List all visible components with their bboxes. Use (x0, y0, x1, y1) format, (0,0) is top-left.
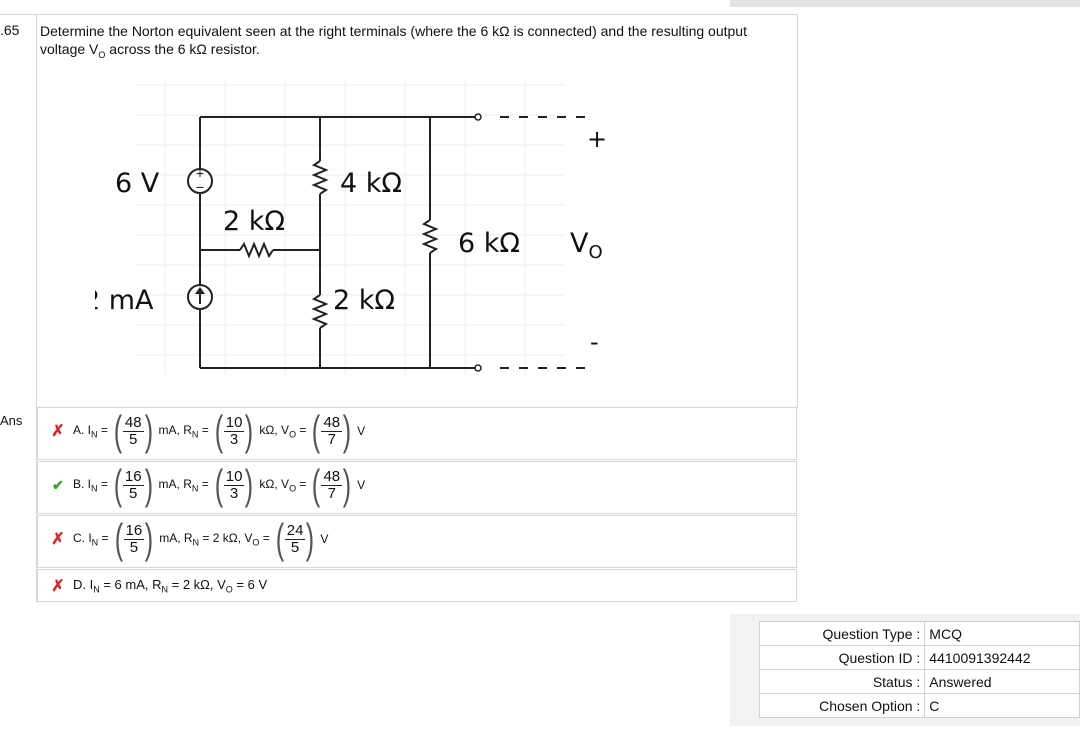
label-plus: + (587, 125, 607, 153)
column-divider (36, 14, 37, 602)
label-vo: VO (570, 228, 603, 263)
label-4k: 4 kΩ (340, 168, 402, 199)
info-row-status: Status :Answered (758, 669, 1080, 694)
wrong-icon: ✗ (51, 423, 65, 440)
info-row-type: Question Type :MCQ (758, 621, 1080, 646)
label-2k-bottom: 2 kΩ (333, 285, 395, 316)
question-box (0, 14, 798, 408)
label-6k: 6 kΩ (458, 228, 520, 259)
voltage-source-symbol (187, 168, 213, 194)
question-number: .65 (0, 22, 20, 38)
answer-label: Ans (0, 413, 23, 428)
svg-text:−: − (195, 181, 204, 194)
svg-text:+: + (195, 167, 204, 180)
correct-icon: ✔ (52, 476, 64, 493)
question-info-table: Question Type :MCQ Question ID :44100913… (758, 621, 1080, 718)
label-2ma: 2 mA (95, 285, 154, 316)
label-minus: - (590, 328, 599, 356)
question-text: Determine the Norton equivalent seen at … (40, 23, 747, 60)
top-divider (730, 0, 1080, 7)
label-6v: 6 V (115, 168, 160, 199)
question-info-panel: Question Type :MCQ Question ID :44100913… (730, 614, 1080, 726)
info-row-chosen: Chosen Option :C (758, 693, 1080, 718)
terminal-top (474, 113, 482, 121)
label-2k-left: 2 kΩ (223, 206, 285, 237)
current-source-symbol (187, 284, 213, 310)
option-d: ✗ D. IN = 6 mA, RN = 2 kΩ, VO = 6 V (37, 569, 797, 602)
wrong-icon: ✗ (51, 578, 65, 595)
terminal-bottom (474, 364, 482, 372)
wrong-icon: ✗ (51, 531, 65, 548)
circuit-diagram: + − 6 V 4 kΩ 2 kΩ 6 kΩ 2 mA 2 kΩ VO + - (95, 80, 607, 375)
info-row-id: Question ID :4410091392442 (758, 645, 1080, 670)
